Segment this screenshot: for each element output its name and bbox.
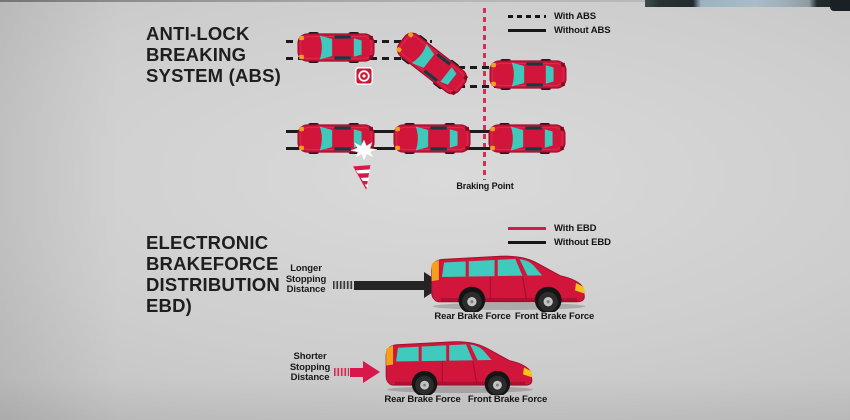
arrow-shaft xyxy=(354,280,424,290)
abs-skid-dashed-line xyxy=(458,66,502,69)
ebd-legend-without-row: Without EBD xyxy=(508,237,611,248)
car-top-view-icon xyxy=(393,123,471,154)
target-bullseye-icon xyxy=(355,67,373,85)
impact-spark-icon xyxy=(349,139,379,192)
ebd-section-title: ELECTRONIC BRAKEFORCE DISTRIBUTION EBD) xyxy=(146,232,280,317)
abs-legend: With ABS Without ABS xyxy=(508,11,611,36)
abs-section-title: ANTI-LOCK BREAKING SYSTEM (ABS) xyxy=(146,23,281,87)
abs-skid-solid-line xyxy=(286,130,498,133)
car-top-view-skidding-icon xyxy=(392,27,473,99)
without-abs-line-swatch xyxy=(508,28,546,33)
front-brake-force-label: Front Brake Force xyxy=(467,394,548,405)
rear-brake-force-label: Rear Brake Force xyxy=(434,311,511,322)
arrow-speed-stripes xyxy=(333,281,353,289)
arrow-speed-stripes xyxy=(334,368,349,376)
braking-point-dashed-line xyxy=(483,8,486,180)
car-top-view-icon xyxy=(297,32,375,63)
short-red-arrow-icon xyxy=(334,361,380,383)
front-brake-force-label: Front Brake Force xyxy=(514,311,595,322)
without-ebd-label: Without EBD xyxy=(554,237,611,248)
car-top-view-icon xyxy=(488,123,566,154)
with-ebd-line-swatch xyxy=(508,226,546,231)
car-side-view-icon xyxy=(381,332,539,400)
abs-legend-without-row: Without ABS xyxy=(508,25,611,36)
with-abs-line-swatch xyxy=(508,15,546,18)
car-top-view-icon xyxy=(489,59,567,90)
without-ebd-line-swatch xyxy=(508,240,546,245)
rear-brake-force-label: Rear Brake Force xyxy=(384,394,461,405)
shorter-stopping-distance-label: Shorter Stopping Distance xyxy=(289,351,331,383)
ebd-legend: With EBD Without EBD xyxy=(508,223,611,248)
video-top-edge xyxy=(0,0,850,2)
arrow-shaft xyxy=(350,367,363,377)
webcam-overlay-corner xyxy=(830,0,850,11)
abs-skid-dashed-line xyxy=(458,85,502,88)
braking-point-label: Braking Point xyxy=(456,181,514,191)
abs-legend-with-row: With ABS xyxy=(508,11,611,22)
without-abs-label: Without ABS xyxy=(554,25,611,36)
with-ebd-label: With EBD xyxy=(554,223,597,234)
webcam-overlay-sliver xyxy=(645,0,850,7)
ebd-legend-with-row: With EBD xyxy=(508,223,611,234)
abs-skid-solid-line xyxy=(286,147,498,150)
with-abs-label: With ABS xyxy=(554,11,597,22)
longer-stopping-distance-label: Longer Stopping Distance xyxy=(285,263,327,295)
car-side-view-icon xyxy=(426,246,592,317)
arrow-head xyxy=(363,361,380,383)
